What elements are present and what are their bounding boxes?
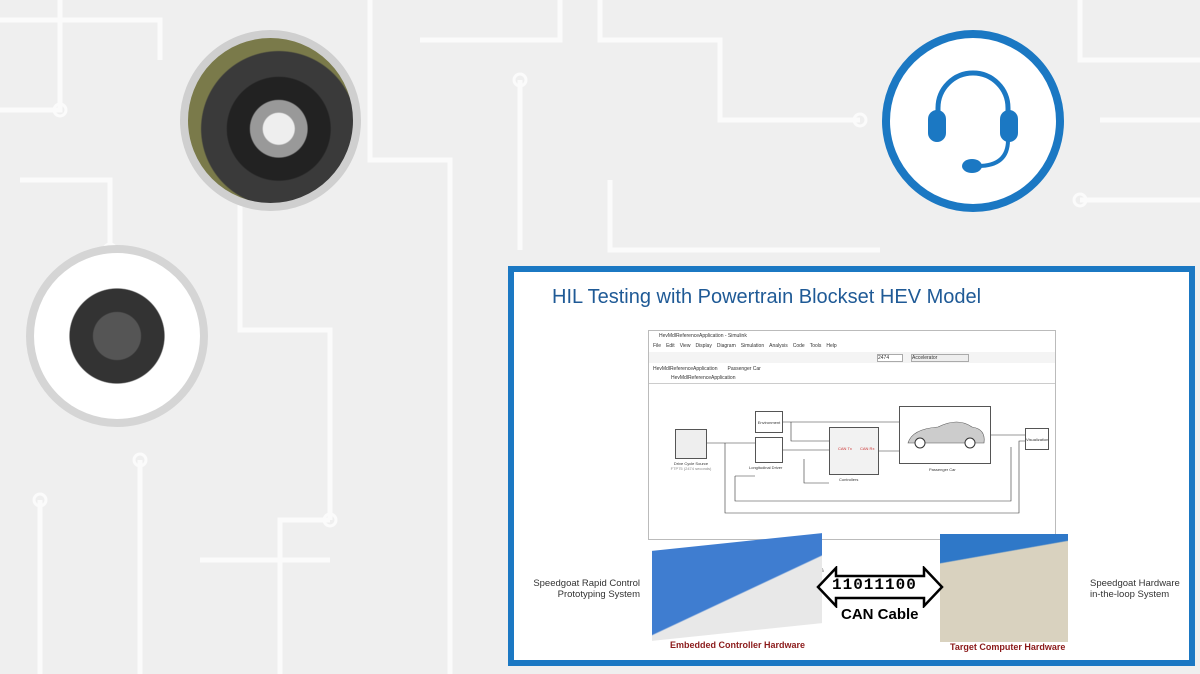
can-rx-label: CAN Rx	[860, 446, 875, 451]
menu-view[interactable]: View	[679, 343, 691, 349]
embedded-controller-photo	[652, 533, 822, 641]
mode-select[interactable]: Accelerator	[911, 354, 969, 362]
drive-cycle-label: Drive Cycle Source	[673, 461, 709, 466]
menu-display[interactable]: Display	[695, 343, 712, 349]
menu-analysis[interactable]: Analysis	[769, 343, 788, 349]
menu-file[interactable]: File	[653, 343, 662, 349]
bidirectional-arrow-icon	[816, 566, 944, 608]
menu-diagram[interactable]: Diagram	[716, 343, 736, 349]
panel-title: HIL Testing with Powertrain Blockset HEV…	[552, 286, 982, 308]
toolbar: 2474 Accelerator	[649, 352, 1055, 363]
menu-tools[interactable]: Tools	[809, 343, 822, 349]
engine-photo	[26, 245, 208, 427]
car-wheel-photo	[180, 30, 361, 211]
breadcrumb[interactable]: HevMdlReferenceApplication	[649, 375, 1055, 384]
simulink-window: HevMdlReferenceApplication - Simulink Fi…	[648, 330, 1056, 540]
tab-hev[interactable]: HevMdlReferenceApplication	[653, 366, 718, 372]
embedded-hw-label: Embedded Controller Hardware	[670, 640, 806, 650]
hil-testing-panel: HIL Testing with Powertrain Blockset HEV…	[508, 266, 1195, 666]
bits-label: 11011100	[832, 576, 917, 594]
headset-icon	[882, 30, 1064, 212]
passenger-car-block[interactable]	[899, 406, 991, 464]
target-computer-photo	[940, 534, 1068, 642]
driver-label: Longitudinal Driver	[749, 465, 783, 470]
menu-bar: File Edit View Display Diagram Simulatio…	[649, 343, 1055, 349]
menu-simulation[interactable]: Simulation	[740, 343, 765, 349]
driver-block[interactable]	[755, 437, 783, 463]
environment-block[interactable]: Environment	[755, 411, 783, 433]
can-tx-label: CAN Tx	[838, 446, 852, 451]
tab-passenger-car[interactable]: Passenger Car	[727, 366, 761, 372]
menu-help[interactable]: Help	[826, 343, 837, 349]
menu-edit[interactable]: Edit	[666, 343, 675, 349]
visualization-block[interactable]: Visualization	[1025, 428, 1049, 450]
passenger-car-label: Passenger Car	[929, 467, 956, 472]
target-hw-label: Target Computer Hardware	[950, 642, 1066, 652]
drive-cycle-block[interactable]	[675, 429, 707, 459]
can-cable-label: CAN Cable	[841, 606, 919, 623]
controllers-block[interactable]: CAN Tx CAN Rx	[829, 427, 879, 475]
signal-lines	[707, 421, 1025, 514]
menu-code[interactable]: Code	[792, 343, 805, 349]
drive-cycle-sublabel: FTP75 (2474 seconds)	[670, 466, 712, 471]
stop-time-input[interactable]: 2474	[877, 354, 903, 362]
tab-bar: HevMdlReferenceApplication Passenger Car	[649, 366, 1055, 372]
controllers-label: Controllers	[839, 477, 859, 482]
window-title: HevMdlReferenceApplication - Simulink	[659, 333, 747, 339]
